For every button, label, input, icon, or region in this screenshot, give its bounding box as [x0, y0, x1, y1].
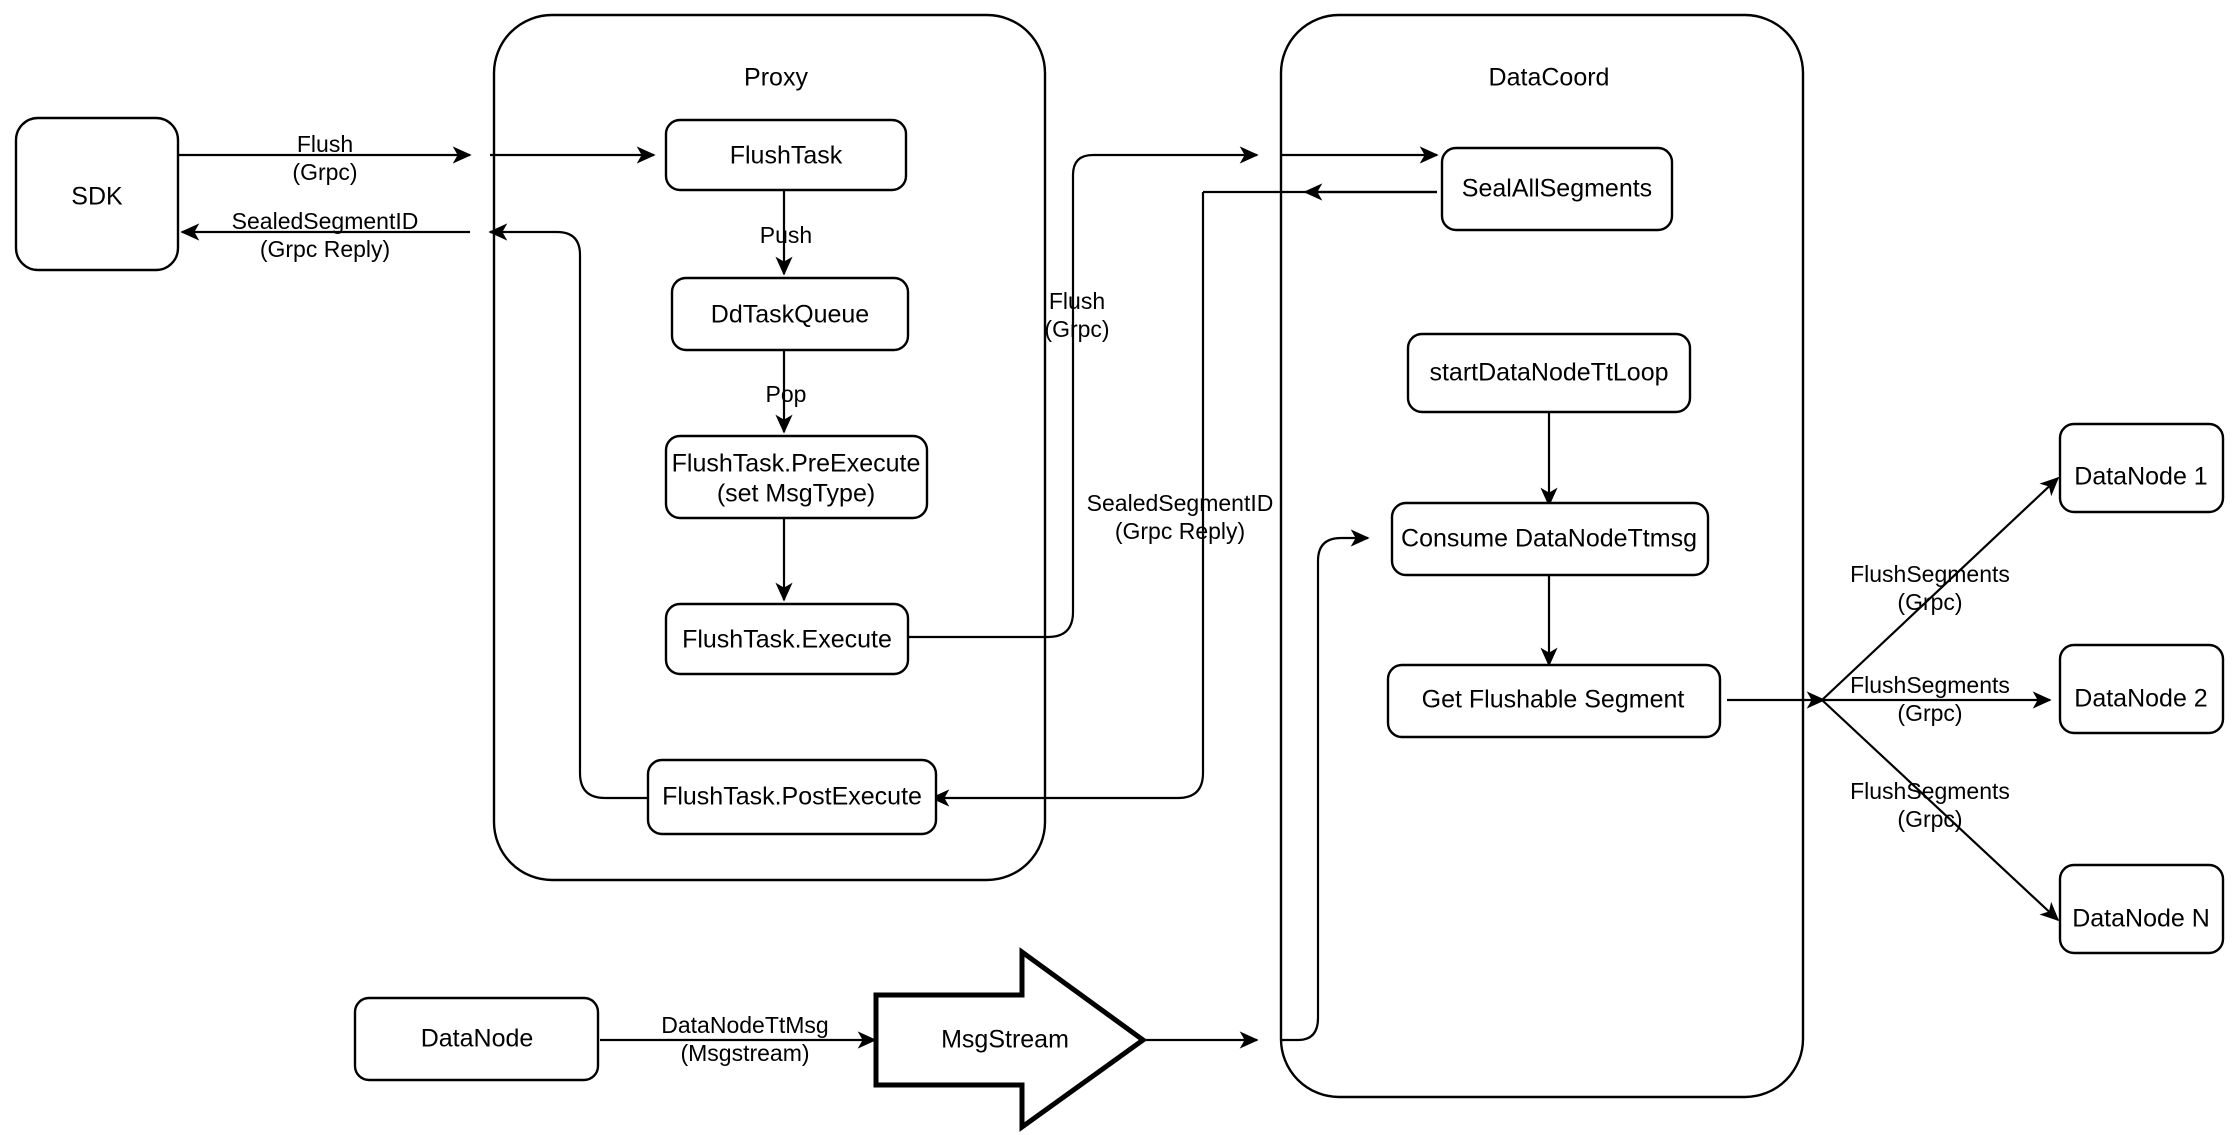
- datacoord-container: [1279, 13, 1805, 1099]
- sdk-label: SDK: [71, 183, 123, 211]
- node-sealallsegments[interactable]: SealAllSegments: [1440, 146, 1674, 232]
- start-datanode-tt-loop-box[interactable]: [1406, 332, 1692, 414]
- edge-label-sealedsegmentid-coord-line1: SealedSegmentID: [1087, 490, 1274, 516]
- node-flushtask-postexecute[interactable]: FlushTask.PostExecute: [646, 758, 938, 836]
- msgstream-block-arrow[interactable]: [873, 947, 1148, 1132]
- edge-label-pop: Pop: [766, 381, 807, 407]
- edge-datacoord-boundary-to-consume: [1281, 529, 1370, 1042]
- node-flushtask-preexecute[interactable]: FlushTask.PreExecute (set MsgType): [664, 434, 929, 520]
- flushtask-execute-box[interactable]: [664, 602, 910, 676]
- ddtaskqueue-box[interactable]: [670, 276, 910, 352]
- flushtask-label: FlushTask: [730, 142, 843, 170]
- edge-label-sealedsegmentid-line2: (Grpc Reply): [260, 236, 390, 262]
- flushtask-box[interactable]: [664, 118, 908, 192]
- msgstream-label: MsgStream: [941, 1026, 1069, 1054]
- node-msgstream[interactable]: MsgStream: [873, 947, 1148, 1132]
- flushtask-execute-label: FlushTask.Execute: [682, 626, 892, 654]
- edge-label-flush-grpc-line1: Flush: [297, 131, 353, 157]
- edge-label-flushsegments-1-line1: FlushSegments: [1850, 561, 2010, 587]
- sdk-box[interactable]: [14, 116, 180, 272]
- flushtask-preexecute-label-line1: FlushTask.PreExecute: [672, 450, 921, 478]
- datanode-2-box[interactable]: [2058, 643, 2225, 735]
- datanode-1-box[interactable]: [2058, 422, 2225, 514]
- datanode-1-label: DataNode 1: [2074, 463, 2207, 491]
- edge-label-flushsegments-1-line2: (Grpc): [1897, 589, 1962, 615]
- group-datacoord: DataCoord: [1279, 13, 1805, 1099]
- datanode-source-box[interactable]: [353, 996, 600, 1082]
- node-flushtask-execute[interactable]: FlushTask.Execute: [664, 602, 910, 676]
- edge-label-flush-grpc-line2: (Grpc): [292, 159, 357, 185]
- start-datanode-tt-loop-label: startDataNodeTtLoop: [1429, 359, 1668, 387]
- node-start-datanode-tt-loop[interactable]: startDataNodeTtLoop: [1406, 332, 1692, 414]
- datanode-2-label: DataNode 2: [2074, 685, 2207, 713]
- edge-fanout-to-datanode-n: [1821, 699, 2060, 922]
- edge-label-sealedsegmentid-coord-line2: (Grpc Reply): [1115, 518, 1245, 544]
- node-datanode-source[interactable]: DataNode: [353, 996, 600, 1082]
- proxy-group-label: Proxy: [744, 64, 808, 92]
- proxy-container: [492, 13, 1047, 882]
- edge-fanout-to-datanode-1: [1821, 476, 2060, 701]
- edge-label-flush-coord-line1: Flush: [1049, 288, 1105, 314]
- edge-label-sealedsegmentid-line1: SealedSegmentID: [232, 208, 419, 234]
- consume-datanode-ttmsg-label: Consume DataNodeTtmsg: [1401, 525, 1697, 553]
- node-datanode-n[interactable]: DataNode N: [2058, 863, 2225, 955]
- edge-label-flushsegments-n-line2: (Grpc): [1897, 806, 1962, 832]
- edge-execute-to-datacoord: [908, 146, 1259, 639]
- node-datanode-2[interactable]: DataNode 2: [2058, 643, 2225, 735]
- node-get-flushable-segment[interactable]: Get Flushable Segment: [1386, 663, 1722, 739]
- edge-label-flush-coord-line2: (Grpc): [1044, 316, 1109, 342]
- node-flushtask[interactable]: FlushTask: [664, 118, 908, 192]
- edge-label-datanodettmsg-line2: (Msgstream): [680, 1040, 809, 1066]
- ddtaskqueue-label: DdTaskQueue: [711, 301, 869, 329]
- flushtask-preexecute-box[interactable]: [664, 434, 929, 520]
- node-datanode-1[interactable]: DataNode 1: [2058, 422, 2225, 514]
- flushtask-postexecute-box[interactable]: [646, 758, 938, 836]
- get-flushable-segment-box[interactable]: [1386, 663, 1722, 739]
- flushtask-preexecute-label-line2: (set MsgType): [717, 480, 875, 508]
- node-sdk[interactable]: SDK: [14, 116, 180, 272]
- edge-label-flushsegments-2-line2: (Grpc): [1897, 700, 1962, 726]
- datanode-source-label: DataNode: [421, 1025, 534, 1053]
- datanode-n-box[interactable]: [2058, 863, 2225, 955]
- edge-postexecute-to-proxy-boundary: [488, 223, 654, 800]
- datanode-n-label: DataNode N: [2072, 905, 2210, 933]
- group-proxy: Proxy: [492, 13, 1047, 882]
- edge-label-push: Push: [760, 222, 812, 248]
- edge-label-datanodettmsg-line1: DataNodeTtMsg: [661, 1012, 828, 1038]
- node-consume-datanode-ttmsg[interactable]: Consume DataNodeTtmsg: [1390, 501, 1710, 577]
- edge-label-flushsegments-2-line1: FlushSegments: [1850, 672, 2010, 698]
- sealallsegments-box[interactable]: [1440, 146, 1674, 232]
- sealallsegments-label: SealAllSegments: [1462, 175, 1652, 203]
- edge-coord-to-postexecute: [930, 192, 1205, 807]
- datacoord-group-label: DataCoord: [1489, 64, 1610, 92]
- flushtask-postexecute-label: FlushTask.PostExecute: [662, 783, 922, 811]
- consume-datanode-ttmsg-box[interactable]: [1390, 501, 1710, 577]
- edge-label-flushsegments-n-line1: FlushSegments: [1850, 778, 2010, 804]
- get-flushable-segment-label: Get Flushable Segment: [1422, 686, 1685, 714]
- node-ddtaskqueue[interactable]: DdTaskQueue: [670, 276, 910, 352]
